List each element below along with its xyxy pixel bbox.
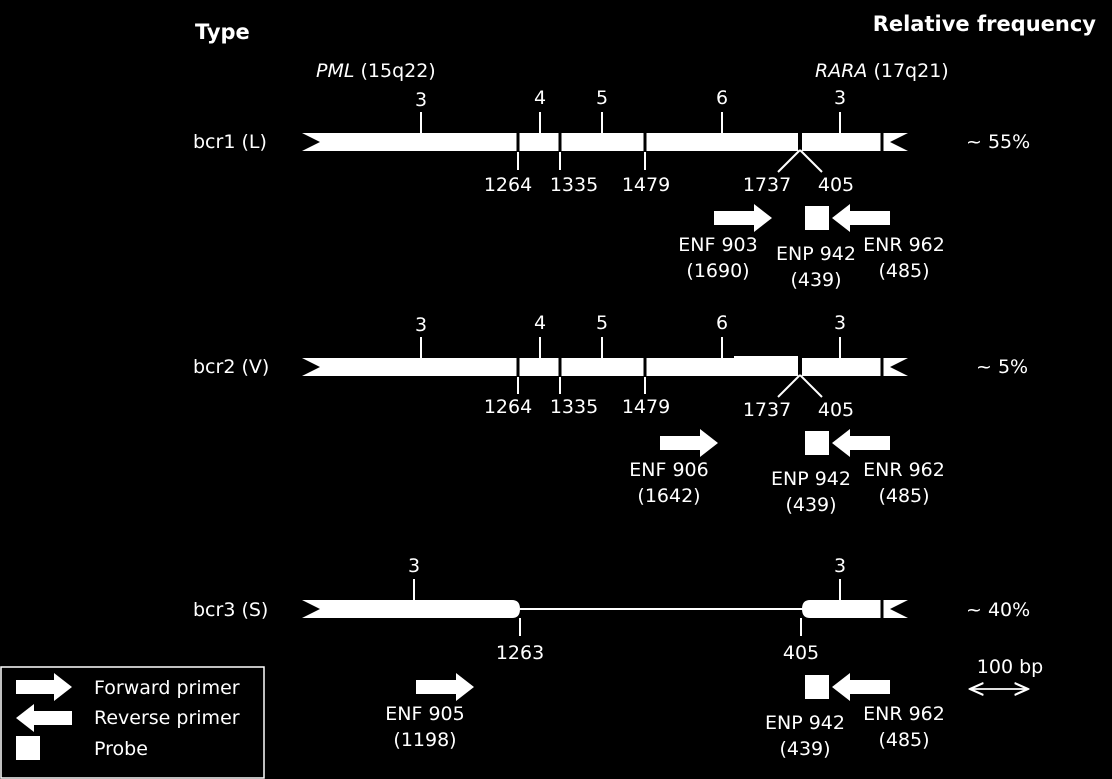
probe-name: ENP 942 — [771, 468, 851, 490]
position-label: 1335 — [550, 396, 598, 418]
legend: Forward primer Reverse primer Probe — [0, 666, 265, 779]
exon-label: 5 — [596, 87, 608, 109]
pml-segment — [302, 600, 520, 618]
forward-primer-name: ENF 905 — [385, 703, 464, 725]
type-header: Type — [195, 20, 250, 44]
position-label: 1479 — [622, 396, 670, 418]
forward-primer-pos: (1642) — [637, 485, 700, 507]
gene-left-label: PML (15q22) — [316, 60, 436, 82]
forward-primer-pos: (1690) — [686, 260, 749, 282]
probe-name: ENP 942 — [776, 243, 856, 265]
position-label: 1737 — [743, 399, 791, 421]
rara-segment — [802, 133, 908, 151]
exon-label: 4 — [534, 87, 546, 109]
forward-primer-icon — [416, 673, 474, 701]
frequency-value: ~ 55% — [966, 131, 1030, 153]
reverse-primer-pos: (485) — [878, 729, 929, 751]
reverse-primer-icon — [832, 673, 890, 701]
probe-pos: (439) — [785, 494, 836, 516]
frequency-header: Relative frequency — [873, 12, 1097, 36]
position-label: 1479 — [622, 174, 670, 196]
exon-label: 6 — [716, 312, 728, 334]
scale-bar: 100 bp — [970, 656, 1043, 689]
row-bcr1: bcr1 (L) ~ 55% 3 4 5 6 3 1264 1335 1479 … — [193, 87, 1030, 291]
rara-segment — [802, 358, 908, 376]
reverse-primer-icon — [832, 429, 890, 457]
type-label: bcr2 (V) — [193, 356, 269, 378]
frequency-value: ~ 5% — [976, 356, 1028, 378]
type-label: bcr1 (L) — [193, 131, 267, 153]
reverse-primer-name: ENR 962 — [863, 459, 945, 481]
position-label: 1264 — [484, 396, 532, 418]
legend-forward-label: Forward primer — [94, 677, 240, 699]
position-label: 1264 — [484, 174, 532, 196]
exon-label: 6 — [716, 87, 728, 109]
row-bcr2: bcr2 (V) ~ 5% 3 4 5 6 3 1264 1335 1479 1… — [193, 312, 1028, 516]
reverse-primer-pos: (485) — [878, 260, 929, 282]
reverse-primer-legend-icon — [16, 704, 72, 732]
exon-label: 5 — [596, 312, 608, 334]
exon-label: 3 — [415, 314, 427, 336]
probe-name: ENP 942 — [765, 712, 845, 734]
forward-primer-icon — [714, 204, 772, 232]
exon-label: 3 — [415, 89, 427, 111]
legend-box — [0, 666, 265, 779]
reverse-primer-pos: (485) — [878, 485, 929, 507]
rara-segment — [802, 600, 908, 618]
reverse-primer-name: ENR 962 — [863, 703, 945, 725]
exon-label: 3 — [834, 312, 846, 334]
position-label: 405 — [818, 399, 854, 421]
probe-icon — [805, 431, 829, 455]
frequency-value: ~ 40% — [966, 599, 1030, 621]
position-label: 1263 — [496, 642, 544, 664]
forward-primer-name: ENF 903 — [678, 234, 757, 256]
type-label: bcr3 (S) — [193, 599, 268, 621]
position-label: 1737 — [743, 174, 791, 196]
forward-primer-name: ENF 906 — [629, 459, 708, 481]
position-label: 405 — [783, 642, 819, 664]
probe-icon — [805, 675, 829, 699]
pml-segment — [302, 133, 798, 151]
probe-pos: (439) — [790, 269, 841, 291]
exon-label: 3 — [834, 87, 846, 109]
forward-primer-pos: (1198) — [393, 729, 456, 751]
probe-legend-icon — [16, 736, 40, 760]
exon-label: 3 — [408, 555, 420, 577]
forward-primer-icon — [660, 429, 718, 457]
probe-icon — [805, 206, 829, 230]
scale-bar-label: 100 bp — [977, 656, 1043, 678]
reverse-primer-icon — [832, 204, 890, 232]
row-bcr3: bcr3 (S) ~ 40% 3 3 1263 405 ENF 905 (119… — [193, 555, 1030, 760]
exon-label: 4 — [534, 312, 546, 334]
gene-right-label: RARA (17q21) — [815, 60, 949, 82]
exon-label: 3 — [834, 555, 846, 577]
pml-segment — [302, 356, 798, 376]
reverse-primer-name: ENR 962 — [863, 234, 945, 256]
legend-probe-label: Probe — [94, 738, 148, 760]
position-label: 1335 — [550, 174, 598, 196]
position-label: 405 — [818, 174, 854, 196]
forward-primer-legend-icon — [16, 673, 72, 701]
probe-pos: (439) — [779, 738, 830, 760]
legend-reverse-label: Reverse primer — [94, 707, 240, 729]
